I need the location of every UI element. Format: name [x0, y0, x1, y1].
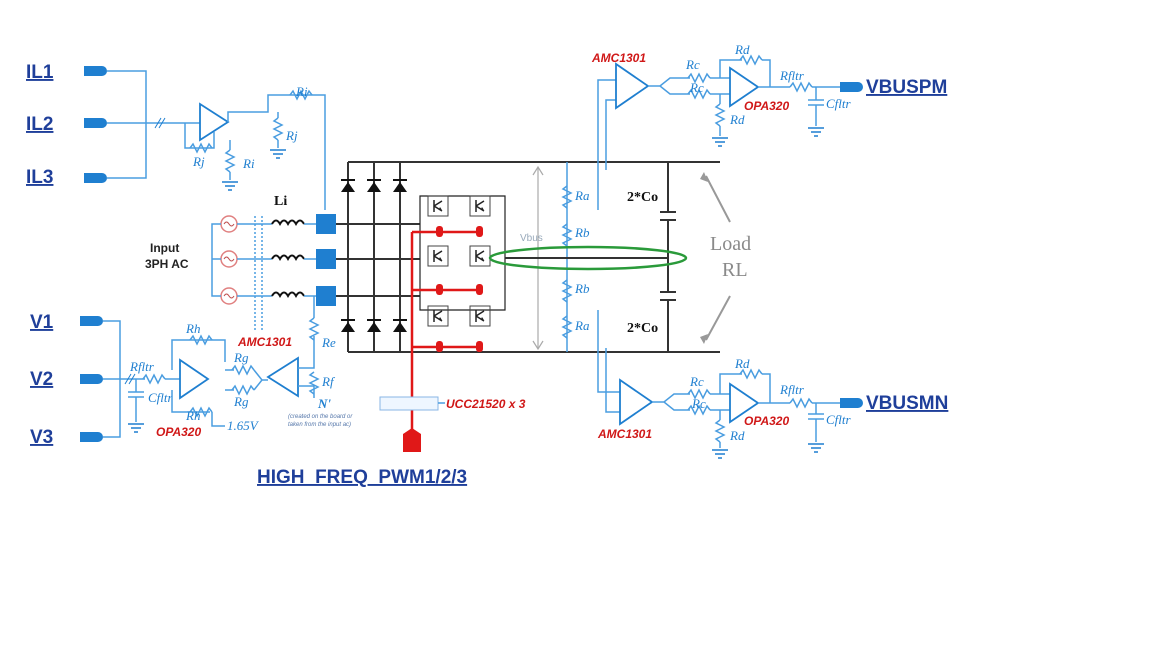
current-opamp	[199, 102, 230, 142]
co-bottom-label: 2*Co	[627, 321, 658, 336]
current-sensor-c	[316, 286, 336, 306]
load-label: Load	[710, 233, 751, 255]
svg-text:Rc: Rc	[691, 396, 706, 411]
v3-connector	[80, 432, 103, 442]
v2-connector	[80, 374, 103, 384]
amc1301-left	[266, 356, 299, 398]
v1-label: V1	[30, 312, 54, 333]
svg-text:Re: Re	[321, 335, 336, 350]
v2-label: V2	[30, 369, 53, 390]
opa320-top-label: OPA320	[744, 99, 789, 113]
opa320-bottom	[729, 382, 760, 424]
amc1301-top	[615, 62, 650, 110]
pwm-label: HIGH_FREQ_PWM1/2/3	[257, 467, 467, 488]
pwm-connector	[403, 428, 421, 452]
il2-label: IL2	[26, 114, 53, 135]
svg-text:N': N'	[317, 396, 331, 411]
vbus-label: Vbus	[520, 233, 543, 244]
vbusmn-label: VBUSMN	[866, 393, 948, 414]
input-3ph-label: 3PH AC	[145, 257, 189, 271]
opa320-top	[729, 66, 760, 108]
svg-text:Rd: Rd	[734, 42, 750, 57]
inductor-a	[271, 219, 305, 227]
svg-text:Cfltr: Cfltr	[826, 412, 852, 427]
neutral-note-2: taken from the input ac)	[288, 422, 351, 428]
svg-text:Rh: Rh	[185, 408, 200, 423]
svg-text:Ri: Ri	[295, 84, 308, 99]
opa320-bottom-label: OPA320	[744, 414, 789, 428]
midpoint-highlight	[488, 245, 688, 271]
load-rl-label: RL	[722, 259, 748, 281]
svg-text:Rd: Rd	[734, 356, 750, 371]
current-sensor-a	[316, 214, 336, 234]
neutral-note-1: (created on the board or	[288, 414, 353, 420]
ac-source: Input 3PH AC Li	[145, 194, 348, 330]
svg-text:Rc: Rc	[689, 80, 704, 95]
co-top-label: 2*Co	[627, 190, 658, 205]
opa320-left	[179, 358, 210, 400]
svg-text:Ri: Ri	[242, 156, 255, 171]
amc1301-bottom	[619, 378, 654, 426]
svg-text:Rj: Rj	[192, 154, 205, 169]
svg-text:Rg: Rg	[233, 394, 249, 409]
current-inputs: IL1 IL2 IL3 Ri Rj Rj Ri	[26, 62, 326, 210]
rectifier-bridge	[341, 161, 720, 353]
svg-text:Rc: Rc	[689, 374, 704, 389]
opa320-left-label: OPA320	[156, 425, 201, 439]
il1-label: IL1	[26, 62, 54, 83]
amc1301-top-label: AMC1301	[591, 51, 646, 65]
driver-label: UCC21520 x 3	[446, 397, 526, 411]
svg-text:Ra: Ra	[574, 188, 590, 203]
il1-connector	[84, 66, 107, 76]
svg-text:Rfltr: Rfltr	[129, 359, 155, 374]
input-label: Input	[150, 241, 179, 255]
svg-text:Rfltr: Rfltr	[779, 68, 805, 83]
vbusmn-connector	[840, 398, 863, 408]
vbus-positive-sense: AMC1301 Rc Rc Rd Rd OPA320 Rfltr Cfltr V…	[591, 42, 947, 210]
il3-label: IL3	[26, 167, 53, 188]
vbuspm-label: VBUSPM	[866, 77, 947, 98]
inductor-b	[271, 254, 305, 262]
vbus-negative-sense: AMC1301 Rc Rc Rd Rd OPA320 Rfltr Cfltr V…	[597, 310, 948, 459]
gate-drive: UCC21520 x 3 HIGH_FREQ_PWM1/2/3	[257, 226, 526, 488]
voltage-inputs: V1 V2 V3 Rfltr Cfltr Rh Rh 1.65V OPA320 …	[30, 296, 353, 448]
svg-text:Rd: Rd	[729, 112, 745, 127]
dc-bus: Vbus Ra Rb Rb Ra 2*Co 2*Co Load RL	[488, 162, 751, 352]
v1-connector	[80, 316, 103, 326]
vbuspm-connector	[840, 82, 863, 92]
svg-text:Cfltr: Cfltr	[148, 390, 174, 405]
amc1301-left-label: AMC1301	[237, 335, 292, 349]
rj-resistor-right	[273, 117, 283, 141]
li-label: Li	[274, 194, 287, 209]
amc1301-bottom-label: AMC1301	[597, 427, 652, 441]
svg-text:Rd: Rd	[729, 428, 745, 443]
svg-text:Rfltr: Rfltr	[779, 382, 805, 397]
svg-text:Cfltr: Cfltr	[826, 96, 852, 111]
svg-text:Rb: Rb	[574, 225, 590, 240]
ri-resistor-bottom	[225, 149, 235, 173]
svg-text:Rf: Rf	[321, 374, 336, 389]
v3-label: V3	[30, 427, 53, 448]
svg-text:Rc: Rc	[685, 57, 700, 72]
current-sensor-b	[316, 249, 336, 269]
svg-text:Rj: Rj	[285, 128, 298, 143]
il2-connector	[84, 118, 107, 128]
svg-text:Rb: Rb	[574, 281, 590, 296]
svg-text:Rh: Rh	[185, 321, 200, 336]
gate-driver-chip	[379, 396, 439, 411]
svg-text:1.65V: 1.65V	[227, 418, 260, 433]
svg-text:Rg: Rg	[233, 350, 249, 365]
inductor-c	[271, 291, 305, 299]
il3-connector	[84, 173, 107, 183]
svg-text:Ra: Ra	[574, 318, 590, 333]
